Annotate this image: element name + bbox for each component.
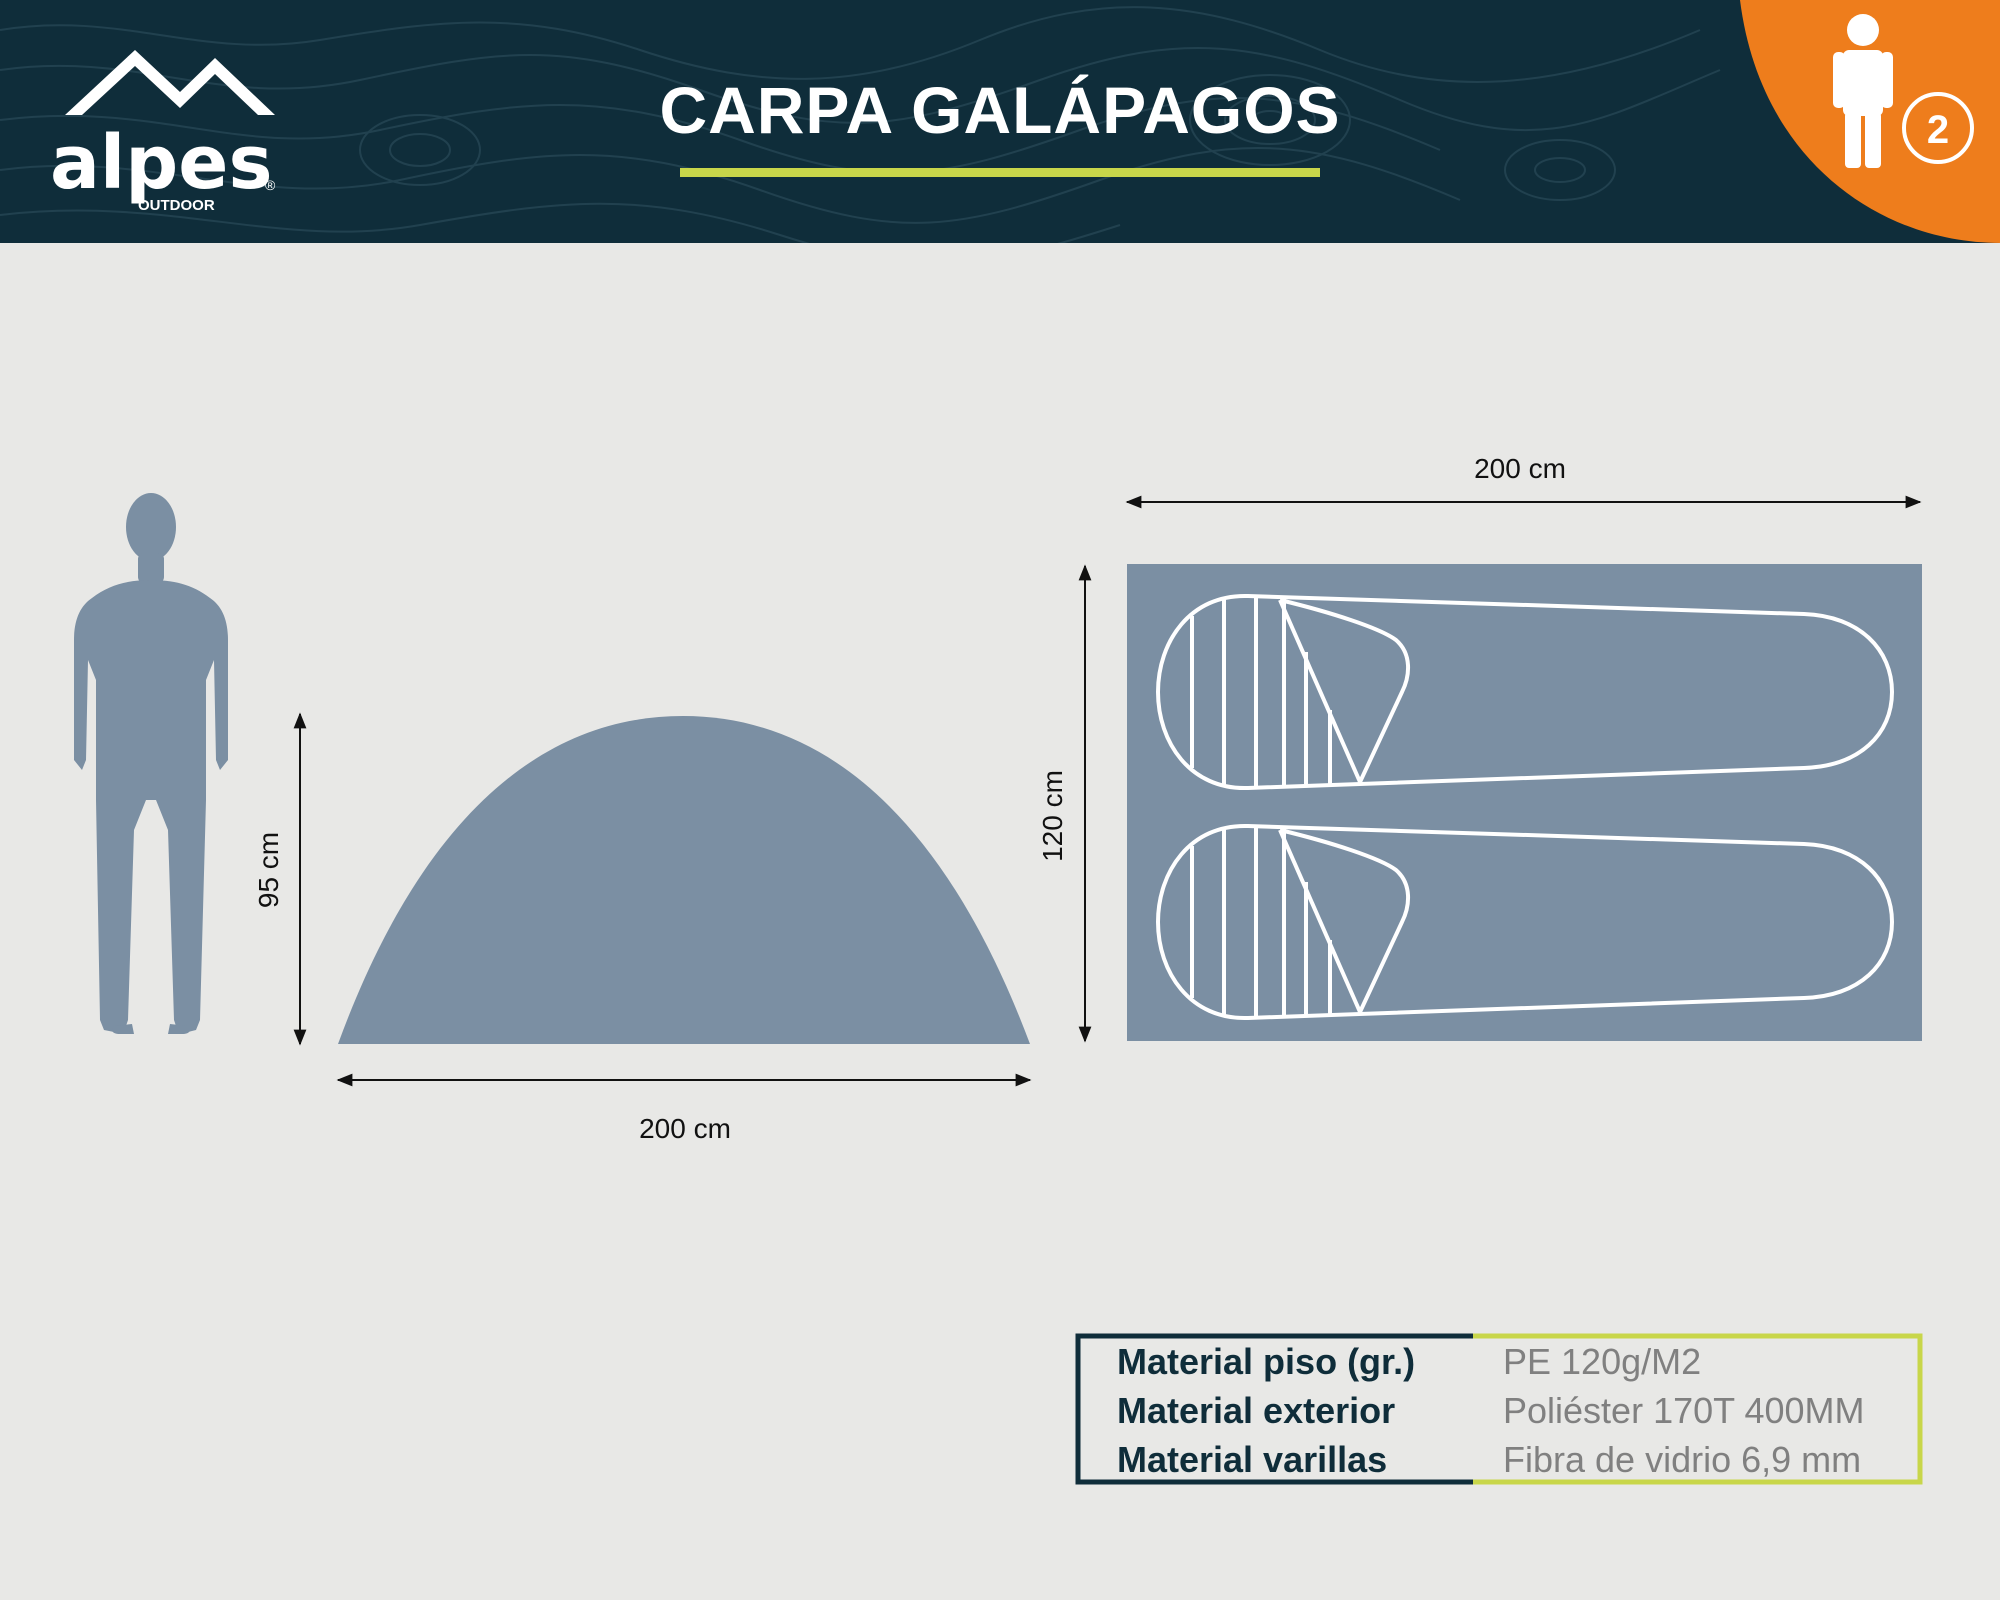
spec-row-floor: Material piso (gr.) PE 120g/M2 — [1075, 1341, 1923, 1391]
spec-value: PE 120g/M2 — [1503, 1341, 1702, 1382]
spec-label: Material piso (gr.) — [1117, 1341, 1416, 1382]
topographic-pattern — [0, 6, 1721, 243]
svg-text:®: ® — [265, 177, 276, 193]
title-underline — [680, 168, 1320, 177]
tent-floor-plan — [1127, 564, 1922, 1041]
header-banner: alpes OUTDOOR ® CARPA GALÁPAGOS 2 — [0, 0, 2000, 243]
human-silhouette — [74, 493, 228, 1034]
capacity-badge: 2 — [1740, 0, 2000, 243]
specs-table: Material piso (gr.) PE 120g/M2 Material … — [1075, 1333, 1923, 1485]
mountain-icon: alpes OUTDOOR ® — [50, 50, 276, 214]
height-label: 95 cm — [253, 832, 284, 908]
svg-text:alpes: alpes — [50, 120, 273, 206]
capacity-number: 2 — [1927, 108, 1949, 152]
person-icon — [1833, 14, 1893, 168]
top-length-label: 200 cm — [1474, 453, 1566, 484]
specs-border — [1075, 1333, 1923, 1485]
top-width-label: 120 cm — [1037, 770, 1068, 862]
sleeping-bag-2 — [1155, 823, 1895, 1021]
side-width-label: 200 cm — [639, 1113, 731, 1144]
sleeping-bag-1 — [1155, 593, 1895, 791]
spec-value: Fibra de vidrio 6,9 mm — [1503, 1439, 1862, 1480]
page-title: CARPA GALÁPAGOS — [659, 73, 1341, 147]
brand-logo: alpes OUTDOOR ® — [40, 40, 290, 220]
spec-label: Material varillas — [1117, 1439, 1388, 1480]
spec-value: Poliéster 170T 400MM — [1503, 1390, 1865, 1431]
spec-label: Material exterior — [1117, 1390, 1396, 1431]
svg-text:OUTDOOR: OUTDOOR — [138, 197, 215, 214]
tent-side-profile — [338, 716, 1030, 1044]
spec-row-poles: Material varillas Fibra de vidrio 6,9 mm — [1075, 1439, 1923, 1489]
spec-row-exterior: Material exterior Poliéster 170T 400MM — [1075, 1390, 1923, 1440]
